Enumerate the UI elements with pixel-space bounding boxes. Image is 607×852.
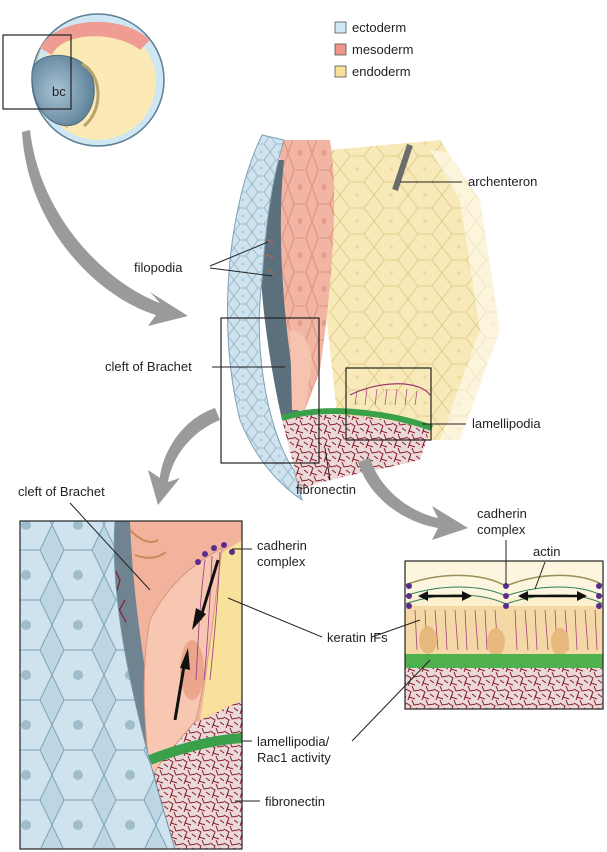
legend-swatch-ectoderm <box>334 21 347 34</box>
inset-ectoderm <box>19 520 176 850</box>
blastocoel <box>31 54 95 127</box>
legend-swatch-endoderm <box>334 65 347 78</box>
arrow-embryo-to-section <box>22 130 188 326</box>
arrow-to-left-inset <box>148 408 220 505</box>
middle-labels: archenteron filopodia cleft of Brachet l… <box>105 174 541 497</box>
label-cadherin-right-2: complex <box>477 522 526 537</box>
left-inset-labels: cleft of Brachet cadherin complex kerati… <box>18 484 388 809</box>
label-fibronectin-inset: fibronectin <box>265 794 325 809</box>
bc-label: bc <box>52 84 66 99</box>
right-inset-labels: cadherin complex actin <box>351 506 560 742</box>
label-archenteron: archenteron <box>468 174 537 189</box>
legend-label-ectoderm: ectoderm <box>352 20 406 35</box>
label-actin: actin <box>533 544 560 559</box>
legend-label-endoderm: endoderm <box>352 64 411 79</box>
zoom-box-embryo <box>2 34 72 110</box>
right-inset <box>404 560 604 710</box>
legend-label-mesoderm: mesoderm <box>352 42 413 57</box>
label-cadherin-left-1: cadherin <box>257 538 307 553</box>
tissue-section <box>220 134 520 502</box>
label-lamelli-rac-1: lamellipodia/ <box>257 734 330 749</box>
label-lamelli-rac-2: Rac1 activity <box>257 750 331 765</box>
label-filopodia: filopodia <box>134 260 183 275</box>
fibronectin-matrix <box>282 414 430 490</box>
embryo-overview: bc <box>2 13 165 147</box>
label-keratin: keratin IFs <box>327 630 388 645</box>
label-cleft-inset: cleft of Brachet <box>18 484 105 499</box>
legend: ectoderm mesoderm endoderm <box>334 20 413 79</box>
legend-swatch-mesoderm <box>334 43 347 56</box>
cleft-gap <box>258 160 300 440</box>
label-cadherin-left-2: complex <box>257 554 306 569</box>
ectoderm-band <box>226 134 303 502</box>
zoom-box-lamellipodia <box>345 367 432 441</box>
label-fibronectin-mid: fibronectin <box>296 482 356 497</box>
label-lamellipodia: lamellipodia <box>472 416 541 431</box>
zoom-box-cleft <box>220 317 320 464</box>
label-cleft-main: cleft of Brachet <box>105 359 192 374</box>
label-cadherin-right-1: cadherin <box>477 506 527 521</box>
arrow-to-right-inset <box>358 458 468 540</box>
left-inset <box>19 520 243 850</box>
cadherin-dots-left <box>195 542 235 565</box>
